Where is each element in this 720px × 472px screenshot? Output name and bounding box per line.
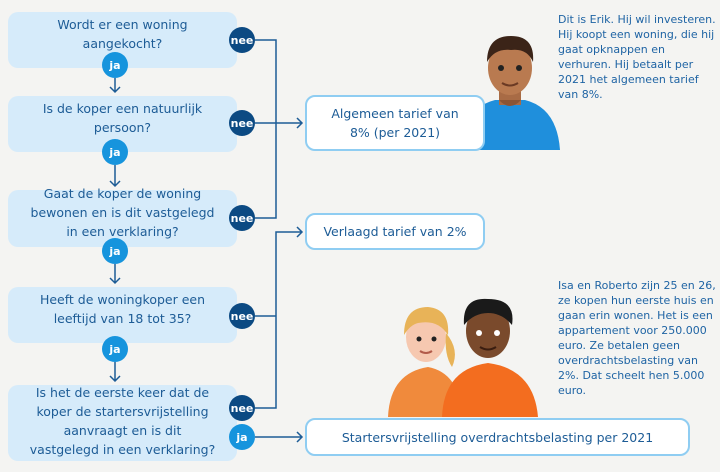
result-general-rate: Algemeen tarief van 8% (per 2021) xyxy=(305,95,485,151)
no-badge: nee xyxy=(229,27,255,53)
no-badge: nee xyxy=(229,205,255,231)
question-5: Is het de eerste keer dat de koper de st… xyxy=(8,385,237,461)
no-badge: nee xyxy=(229,303,255,329)
yes-badge: ja xyxy=(102,52,128,78)
yes-badge: ja xyxy=(102,336,128,362)
question-3: Gaat de koper de woning bewonen en is di… xyxy=(8,186,237,247)
question-1: Wordt er een woning aangekocht? xyxy=(8,12,237,68)
yes-badge: ja xyxy=(102,139,128,165)
yes-badge: ja xyxy=(102,238,128,264)
result-starter-exemption: Startersvrijstelling overdrachtsbelastin… xyxy=(305,418,690,456)
no-badge: nee xyxy=(229,395,255,421)
erik-note: Dit is Erik. Hij wil investeren. Hij koo… xyxy=(558,13,716,101)
question-4: Heeft de woningkoper een leeftijd van 18… xyxy=(8,287,237,343)
yes-badge: ja xyxy=(229,424,255,450)
erik-illustration xyxy=(460,36,560,150)
isa-roberto-note: Isa en Roberto zijn 25 en 26, ze kopen h… xyxy=(558,279,716,397)
isa-roberto-illustration xyxy=(388,298,538,417)
result-reduced-rate: Verlaagd tarief van 2% xyxy=(305,213,485,250)
no-badge: nee xyxy=(229,110,255,136)
